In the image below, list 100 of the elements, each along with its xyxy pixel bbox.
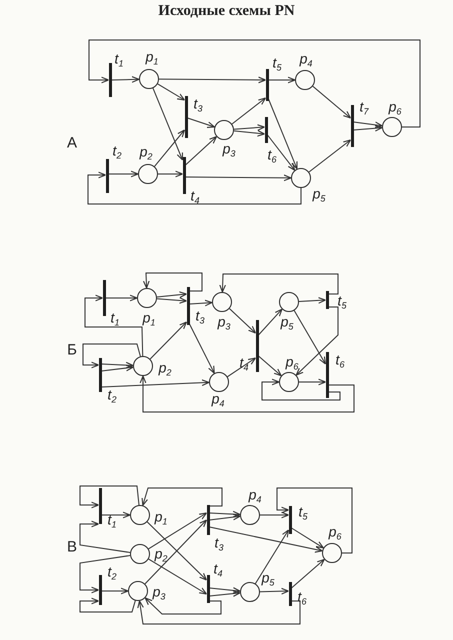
transition-label: t$_{2}$ — [108, 388, 116, 404]
place-label: p$_{5}$ — [312, 186, 326, 204]
arc-arrow — [101, 362, 134, 368]
arc-arrow — [296, 306, 338, 376]
arc-arrow — [209, 514, 241, 520]
transition-label: t$_{4}$ — [240, 356, 248, 372]
arc-arrow — [294, 310, 326, 365]
place-label: p$_{2}$ — [140, 144, 152, 162]
arc-arrow — [156, 291, 188, 298]
transition-label: t$_{5}$ — [272, 56, 282, 72]
arc-arrow — [308, 139, 352, 172]
transition-label: t$_{4}$ — [214, 562, 222, 578]
arc-arrow — [101, 512, 131, 518]
arc-arrow — [229, 308, 256, 334]
transition-label: t$_{3}$ — [194, 96, 202, 114]
place-label: p$_{1}$ — [146, 50, 158, 66]
transition-label: t$_{1}$ — [114, 52, 124, 68]
arc-arrow — [209, 526, 323, 553]
arc-arrow — [156, 297, 188, 304]
arc-arrow — [189, 300, 213, 306]
place-label: p$_{5}$ — [280, 314, 294, 332]
arc-arrow — [209, 510, 241, 518]
arc-arrow — [80, 555, 131, 594]
arc-arrow — [267, 134, 296, 171]
transition-label: t$_{7}$ — [360, 100, 368, 116]
arc-arrow — [298, 378, 326, 386]
arc-arrow — [185, 174, 292, 182]
arc-arrow — [108, 170, 139, 178]
arc-arrow — [144, 597, 222, 614]
arc-arrow — [187, 118, 216, 128]
arc-arrow — [232, 97, 266, 124]
scheme-letter: Б — [67, 342, 77, 358]
arc-arrow — [189, 324, 215, 374]
arc-arrow — [101, 379, 210, 388]
place-label: p$_{6}$ — [286, 354, 298, 372]
arc-arrow — [209, 590, 241, 597]
arc-arrow — [137, 600, 300, 624]
arc-arrow — [209, 587, 241, 594]
arc-arrow — [111, 76, 140, 83]
place-label: p$_{2}$ — [154, 546, 168, 564]
arc-arrow — [268, 98, 298, 170]
transition-label: t$_{1}$ — [108, 512, 116, 530]
transition-label: t$_{1}$ — [110, 310, 120, 328]
arc-arrow — [82, 344, 141, 368]
arc-arrow — [84, 294, 144, 356]
transition-label: t$_{5}$ — [298, 504, 308, 522]
transition-label: t$_{3}$ — [214, 536, 224, 552]
arc-arrow — [152, 88, 184, 161]
arc-arrow — [105, 294, 138, 302]
arc-arrow — [258, 308, 283, 336]
transition-label: t$_{6}$ — [298, 590, 306, 606]
arc-arrow — [140, 375, 354, 412]
transition-label: t$_{6}$ — [336, 352, 344, 370]
transition-label: t$_{5}$ — [338, 294, 346, 310]
arc-arrow — [234, 130, 266, 137]
arc-arrow — [142, 488, 222, 506]
arc-arrow — [157, 83, 186, 101]
arc-arrow — [143, 272, 202, 292]
arc-arrow — [234, 124, 266, 131]
diagram-title: Исходные схемы PN — [157, 3, 296, 20]
place-label: p$_{4}$ — [212, 392, 224, 408]
place-label: p$_{6}$ — [328, 524, 342, 542]
place-label: p$_{4}$ — [300, 52, 312, 68]
arc-arrow — [262, 378, 340, 400]
place-label: p$_{3}$ — [152, 584, 166, 602]
place-label: p$_{1}$ — [142, 310, 156, 328]
arc-arrow — [219, 274, 338, 294]
arc-arrow — [80, 598, 136, 612]
arc-arrow — [150, 321, 188, 360]
place-label: p$_{3}$ — [218, 314, 230, 332]
arc-arrow — [254, 529, 290, 584]
arc-arrow — [227, 357, 256, 378]
arc-arrow — [101, 364, 134, 372]
arc-arrow — [276, 488, 352, 554]
arc-arrow — [268, 76, 296, 84]
transition-label: t$_{4}$ — [190, 188, 200, 206]
arc-arrow — [258, 356, 282, 376]
arc-arrow — [260, 588, 290, 595]
transition-label: t$_{2}$ — [112, 144, 122, 160]
arc-arrow — [291, 528, 324, 548]
arc-arrow — [260, 512, 290, 518]
arc-arrow — [80, 486, 140, 508]
arc-arrow — [154, 129, 186, 167]
transition-label: t$_{6}$ — [268, 148, 276, 164]
transition-label: t$_{3}$ — [196, 308, 204, 326]
arc-arrow — [158, 76, 266, 84]
arc-arrow — [312, 86, 352, 119]
arc-arrow — [185, 136, 218, 166]
scheme-letter: В — [67, 538, 77, 556]
arc-arrow — [88, 172, 302, 204]
arc-arrow — [353, 122, 383, 128]
arc-arrow — [158, 170, 184, 178]
arc-arrow — [80, 520, 131, 553]
place-label: p$_{4}$ — [248, 488, 262, 504]
arc-arrow — [353, 124, 383, 132]
arc-arrow — [148, 558, 208, 595]
arc-arrow — [291, 558, 325, 588]
place-label: p$_{5}$ — [262, 570, 274, 588]
place-label: p$_{6}$ — [388, 100, 402, 116]
arc-arrow — [298, 297, 326, 304]
